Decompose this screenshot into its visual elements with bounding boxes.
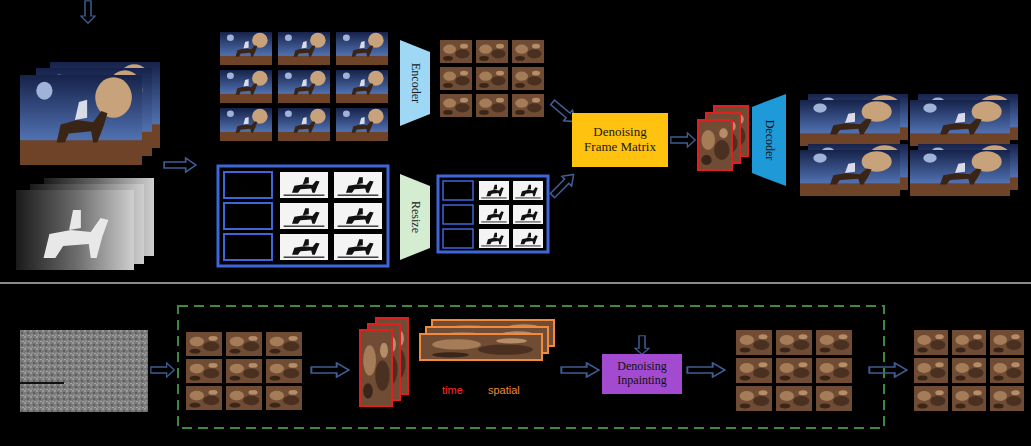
spatial-stack (420, 320, 554, 360)
latent-grid (736, 330, 852, 411)
frame (20, 75, 142, 165)
mask-grid (218, 166, 388, 266)
latent-grid (440, 40, 544, 117)
trapezoid-fill (400, 174, 430, 260)
arrow (869, 363, 906, 377)
process-box: Denoising Inpainting (602, 354, 682, 394)
arrow (151, 363, 174, 377)
trapezoid-fill (400, 40, 430, 126)
node-label: Decoder (762, 120, 777, 161)
node-label: Encoder (408, 63, 423, 103)
trapezoid-fill (752, 94, 786, 186)
resize-trapezoid: Resize (400, 174, 430, 260)
frame (16, 190, 134, 270)
mask-grid-small (438, 176, 548, 252)
arrow (81, 1, 95, 23)
arrow (311, 363, 348, 377)
frame-grid (220, 32, 388, 141)
arrow (547, 169, 578, 200)
node-label: Resize (408, 201, 423, 233)
node-label: Denoising Frame Matrix (578, 125, 662, 155)
arrow (164, 158, 196, 172)
node-label: Denoising Inpainting (608, 360, 676, 388)
arrow (671, 133, 695, 147)
time-stack (360, 318, 408, 406)
depth-stack (16, 178, 154, 270)
output-frames (800, 94, 1018, 196)
decoder-trapezoid: Decoder (752, 94, 786, 186)
axis-label: spatial (486, 384, 522, 396)
arrow (635, 336, 649, 355)
process-box: Denoising Frame Matrix (572, 113, 668, 167)
noise-image (20, 330, 148, 412)
latent-grid (186, 332, 302, 410)
arrow (687, 363, 724, 377)
arrow (561, 363, 598, 377)
encoder-trapezoid: Encoder (400, 40, 430, 126)
separator (0, 282, 1031, 284)
latent-stack (698, 106, 748, 170)
axis-label: time (440, 384, 465, 396)
latent-grid (914, 330, 1024, 411)
input-video-stack (20, 1, 160, 165)
dashed-region (178, 306, 884, 428)
